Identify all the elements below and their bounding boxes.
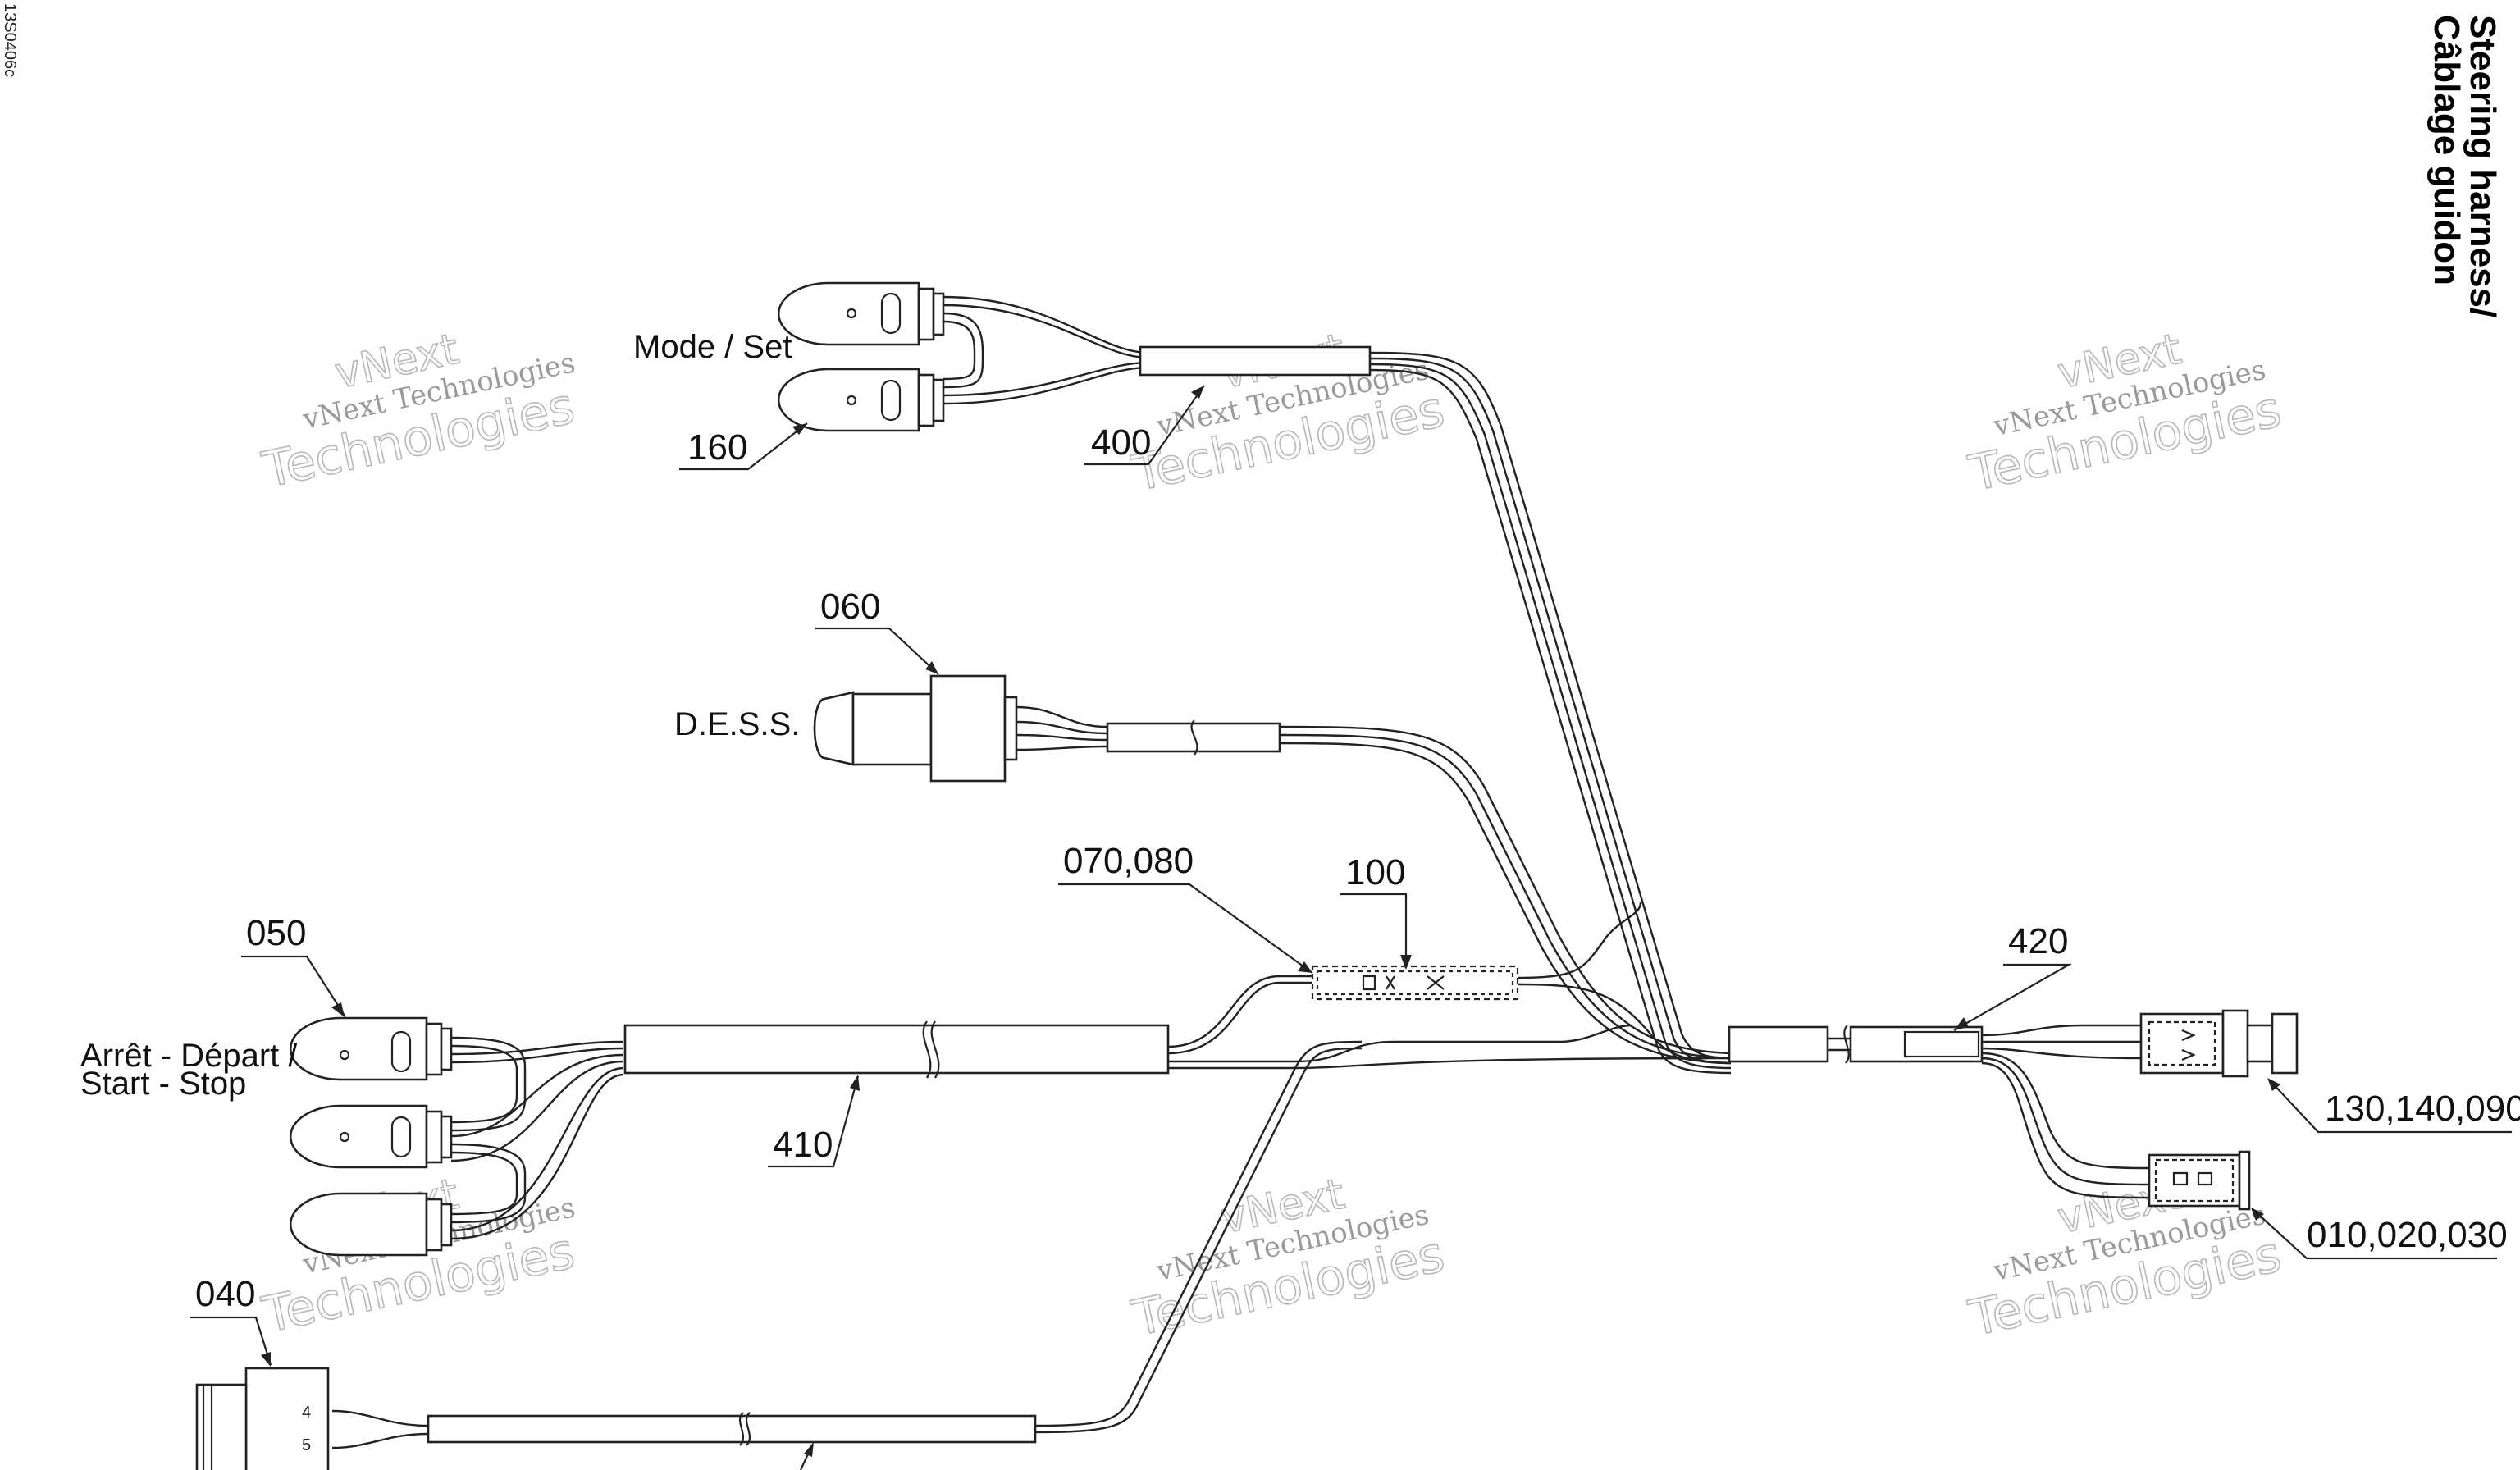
callout-420: 420: [1953, 921, 2073, 1031]
tape-out-wires: [1517, 902, 1732, 1065]
callout-400: 400: [1084, 385, 1205, 466]
watermark-3: vNext vNext Technologies Technologies: [1963, 324, 2286, 504]
drawing-code: 13S0406c: [1, 3, 19, 77]
trunk-upper-wires: [1369, 351, 1732, 1075]
connector-040: 4 5: [195, 1367, 330, 1470]
sleeve-410: [623, 1024, 1170, 1075]
drawing-title: Steering harness/ Câblage guidon: [2426, 15, 2503, 317]
callout-070-080: 070,080: [1058, 841, 1313, 974]
pin-4-label: 4: [302, 1404, 311, 1422]
svg-text:130,140,090: 130,140,090: [2325, 1089, 2520, 1129]
svg-text:050: 050: [246, 913, 306, 953]
svg-text:070,080: 070,080: [1063, 841, 1194, 881]
start-stop-label-line2: Start - Stop: [80, 1066, 246, 1102]
sleeve-410-break: [922, 1020, 932, 1079]
watermark-1: vNext vNext Technologies Technologies: [257, 324, 580, 500]
dess-sleeve-break: [1190, 719, 1198, 756]
sleeve-400: [1139, 345, 1372, 377]
start-stop-switches: [289, 1016, 453, 1257]
svg-text:Câblage guidon: Câblage guidon: [2426, 15, 2467, 285]
start-stop-label-line1: Arrêt - Départ /: [80, 1038, 298, 1074]
sleeve-040-wire: [427, 1414, 1037, 1444]
watermark-5: vNext vNext Technologies Technologies: [1126, 1169, 1449, 1349]
dess-trunk-wires: [1279, 725, 1732, 1065]
mode-set-switches: [777, 281, 945, 432]
callout-010-020-030: 010,020,030: [2251, 1208, 2508, 1260]
mode-set-wires: [943, 295, 1149, 405]
pin-5-label: 5: [302, 1436, 311, 1454]
callout-050: 050: [241, 913, 345, 1017]
callout-410: 410: [768, 1075, 860, 1168]
dess-label: D.E.S.S.: [674, 706, 800, 742]
svg-text:420: 420: [2008, 921, 2068, 961]
mode-set-label: Mode / Set: [633, 329, 792, 365]
callout-bottom-leader: [800, 1442, 814, 1470]
main-trunk-wires: [1167, 975, 1732, 1070]
svg-text:13S0406c: 13S0406c: [1, 3, 19, 77]
branch-040-wires: [1033, 1040, 1363, 1434]
svg-text:060: 060: [820, 587, 880, 627]
label-420: [1903, 1030, 1980, 1058]
svg-text:010,020,030: 010,020,030: [2307, 1215, 2508, 1255]
callout-060: 060: [815, 587, 939, 675]
dess-sleeve: [1106, 722, 1281, 753]
svg-text:400: 400: [1091, 422, 1151, 463]
dess-connector: [813, 674, 1018, 783]
svg-text:040: 040: [195, 1274, 255, 1314]
connector-130-140-090: [2139, 1009, 2299, 1078]
svg-text:410: 410: [773, 1125, 833, 1165]
callout-130-140-090: 130,140,090: [2267, 1078, 2520, 1134]
dess-wires: [1016, 705, 1108, 751]
start-stop-wires: [450, 1036, 624, 1240]
trunk-sleeve: [1728, 1025, 1829, 1063]
trunk-middle-wires: [1828, 1037, 1854, 1052]
right-branch-wires: [1981, 1024, 2150, 1199]
watermark-2: vNext vNext Technologies Technologies: [1126, 324, 1449, 504]
callout-100: 100: [1340, 852, 1412, 970]
svg-text:100: 100: [1345, 852, 1405, 892]
tape-070-080-100: [1311, 965, 1519, 1001]
callout-040: 040: [190, 1274, 272, 1367]
svg-text:Steering harness/: Steering harness/: [2463, 15, 2503, 317]
connector-010-020-030: [2148, 1150, 2251, 1211]
callout-160: 160: [679, 422, 808, 471]
svg-text:160: 160: [687, 427, 747, 468]
